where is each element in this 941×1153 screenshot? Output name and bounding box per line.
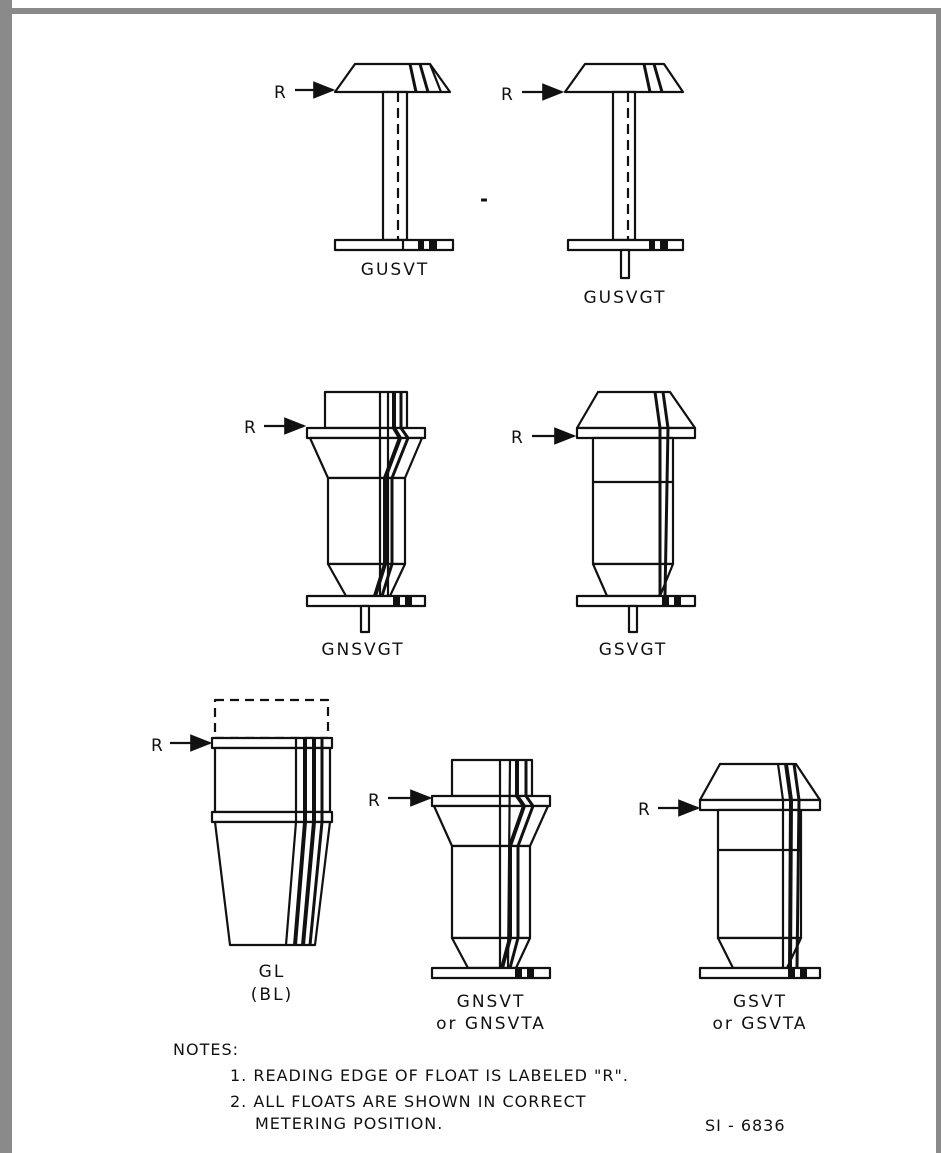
float-name-gnsvt: GNSVT [457,992,526,1012]
float-gusvt [333,62,455,252]
r-label-3: R [244,418,258,438]
figure-id: SI - 6836 [705,1116,786,1135]
r-label-1: R [274,83,288,103]
float-name-gsvgt: GSVGT [599,640,668,660]
note-1: 1. READING EDGE OF FLOAT IS LABELED "R". [230,1066,629,1085]
float-gnsvt [430,758,552,980]
float-gusvgt [563,62,685,280]
float-gnsvgt [305,390,427,634]
float-gsvgt [575,390,697,634]
r-label-2: R [501,85,515,105]
float-gl [210,698,334,947]
r-label-5: R [151,736,165,756]
float-alt-gl: (BL) [251,985,293,1005]
float-name-gusvgt: GUSVGT [584,288,667,308]
float-name-gl: GL [259,962,286,982]
float-alt-gnsvt: or GNSVTA [436,1014,546,1034]
float-name-gsvt: GSVT [733,992,787,1012]
float-name-gnsvgt: GNSVGT [321,640,404,660]
float-alt-gsvt: or GSVTA [712,1014,807,1034]
r-label-4: R [511,428,525,448]
note-2-continued: METERING POSITION. [255,1114,443,1133]
note-2: 2. ALL FLOATS ARE SHOWN IN CORRECT [230,1092,587,1111]
notes-heading: NOTES: [173,1040,239,1059]
float-name-gusvt: GUSVT [361,260,429,280]
r-label-6: R [368,791,382,811]
r-label-7: R [638,800,652,820]
float-gsvt [698,762,822,980]
